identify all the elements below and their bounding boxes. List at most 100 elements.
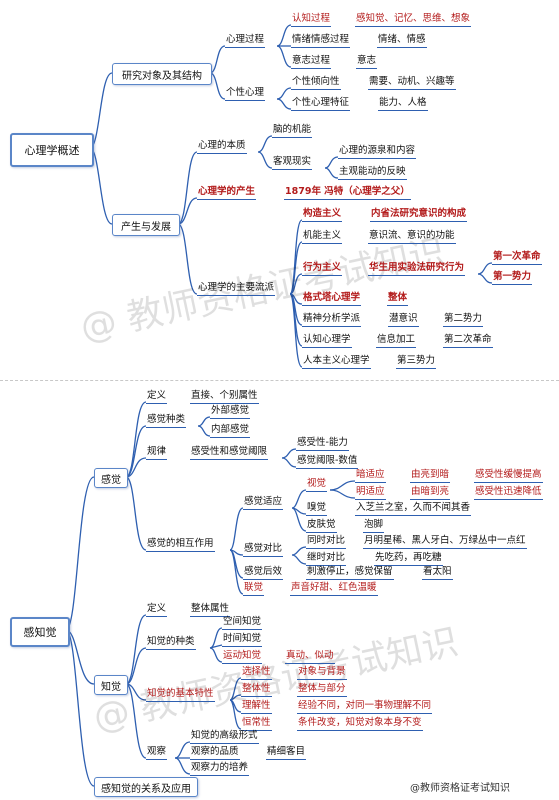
node-reality[interactable]: 客观现实: [272, 156, 313, 170]
node-perception-features[interactable]: 知觉的基本特性: [146, 688, 215, 702]
node-dark-result[interactable]: 感受性缓慢提高: [474, 469, 543, 483]
node-motion-perception[interactable]: 运动知觉: [222, 650, 263, 664]
node-structuralism-detail[interactable]: 内省法研究意识的构成: [370, 208, 468, 222]
node-second-force[interactable]: 第二势力: [443, 313, 484, 327]
node-mental-process[interactable]: 心理过程: [225, 34, 266, 48]
node-gestalt[interactable]: 格式塔心理学: [302, 292, 362, 306]
node-smell[interactable]: 嗅觉: [306, 502, 328, 516]
node-observation-advanced[interactable]: 知觉的高级形式: [190, 730, 259, 744]
node-observation-quality-detail[interactable]: 精细客目: [266, 746, 307, 760]
node-perception-definition-detail[interactable]: 整体属性: [190, 603, 231, 617]
node-psychoanalysis[interactable]: 精神分析学派: [302, 313, 362, 327]
node-after-effect[interactable]: 感觉后效: [243, 566, 284, 580]
root-sensation-perception[interactable]: 感知觉: [10, 617, 70, 647]
node-tendency-detail[interactable]: 需要、动机、兴趣等: [368, 76, 456, 90]
node-origin-development[interactable]: 产生与发展: [112, 214, 180, 236]
node-perception[interactable]: 知觉: [94, 675, 128, 695]
node-second-revolution[interactable]: 第二次革命: [443, 334, 493, 348]
node-external-sensation[interactable]: 外部感觉: [210, 405, 251, 419]
connector-10: [177, 197, 198, 225]
node-reflect[interactable]: 主观能动的反映: [338, 166, 407, 180]
node-will-detail[interactable]: 意志: [356, 55, 378, 69]
node-vision[interactable]: 视觉: [306, 478, 328, 492]
node-observation-training[interactable]: 观察力的培养: [190, 762, 250, 776]
node-motion-detail[interactable]: 真动、似动: [285, 650, 335, 664]
node-time-perception[interactable]: 时间知觉: [222, 633, 263, 647]
node-relation-application[interactable]: 感知觉的关系及应用: [94, 777, 198, 797]
node-smell-detail[interactable]: 入芝兰之室，久而不闻其香: [355, 502, 472, 516]
node-emotion-detail[interactable]: 情绪、情感: [377, 34, 427, 48]
node-research-object[interactable]: 研究对象及其结构: [112, 63, 212, 85]
node-contrast[interactable]: 感觉对比: [243, 543, 284, 557]
node-sensitivity[interactable]: 感受性-能力: [296, 437, 349, 451]
node-functionalism[interactable]: 机能主义: [302, 230, 343, 244]
node-dark-adaptation[interactable]: 暗适应: [355, 469, 386, 483]
node-space-perception[interactable]: 空间知觉: [222, 616, 263, 630]
node-first-revolution[interactable]: 第一次革命: [492, 251, 542, 265]
connector-22: [289, 293, 303, 368]
node-source[interactable]: 心理的源泉和内容: [338, 145, 417, 159]
node-perception-definition[interactable]: 定义: [146, 603, 168, 617]
node-behaviorism-detail[interactable]: 华生用实验法研究行为: [368, 262, 466, 276]
node-light-result[interactable]: 感受性迅速降低: [474, 486, 543, 500]
node-skin-detail[interactable]: 泡脚: [363, 519, 385, 533]
node-sensation-definition-detail[interactable]: 直接、个别属性: [190, 390, 259, 404]
root-psychology-overview[interactable]: 心理学概述: [10, 133, 94, 167]
node-after-effect-detail[interactable]: 刺激停止，感觉保留: [306, 566, 394, 580]
node-functionalism-detail[interactable]: 意识流、意识的功能: [368, 230, 456, 244]
node-synesthesia-detail[interactable]: 声音好甜、红色温暖: [290, 582, 378, 596]
node-light-adaptation[interactable]: 明适应: [355, 486, 386, 500]
node-simultaneous-detail[interactable]: 月明星稀、黑人牙白、万绿丛中一点红: [363, 535, 527, 549]
node-observation-quality[interactable]: 观察的品质: [190, 746, 240, 760]
node-perception-kinds[interactable]: 知觉的种类: [146, 636, 196, 650]
node-cognition[interactable]: 认知过程: [291, 13, 332, 27]
node-observation[interactable]: 观察: [146, 746, 168, 760]
node-brain[interactable]: 脑的机能: [272, 124, 313, 138]
node-unconscious[interactable]: 潜意识: [388, 313, 419, 327]
node-emotion[interactable]: 情绪情感过程: [291, 34, 351, 48]
node-cognitive[interactable]: 认知心理学: [302, 334, 352, 348]
node-personality[interactable]: 个性心理: [225, 87, 266, 101]
node-selectivity[interactable]: 选择性: [241, 666, 272, 680]
node-sensation-kinds[interactable]: 感觉种类: [146, 414, 187, 428]
node-rule[interactable]: 规律: [146, 446, 168, 460]
node-constancy[interactable]: 恒常性: [241, 717, 272, 731]
node-skin[interactable]: 皮肤觉: [306, 519, 337, 533]
node-cognition-detail[interactable]: 感知觉、记忆、思维、想象: [355, 13, 472, 27]
node-threshold[interactable]: 感觉阈限-数值: [296, 455, 359, 469]
node-successive-detail[interactable]: 先吃药，再吃糖: [374, 552, 443, 566]
node-info[interactable]: 信息加工: [376, 334, 417, 348]
node-first-force[interactable]: 第一势力: [492, 271, 533, 285]
node-gestalt-detail[interactable]: 整体: [387, 292, 409, 306]
node-simultaneous-contrast[interactable]: 同时对比: [306, 535, 347, 549]
node-after-effect-example[interactable]: 看太阳: [422, 566, 453, 580]
node-third-force[interactable]: 第三势力: [396, 355, 437, 369]
node-sensation[interactable]: 感觉: [94, 468, 128, 488]
node-schools[interactable]: 心理学的主要流派: [197, 282, 276, 296]
node-constancy-detail[interactable]: 条件改变，知觉对象本身不变: [297, 717, 423, 731]
node-behaviorism[interactable]: 行为主义: [302, 262, 343, 276]
node-selectivity-detail[interactable]: 对象与背景: [297, 666, 347, 680]
node-humanism[interactable]: 人本主义心理学: [302, 355, 371, 369]
node-successive-contrast[interactable]: 继时对比: [306, 552, 347, 566]
node-light-detail[interactable]: 由暗到亮: [410, 486, 451, 500]
node-understanding[interactable]: 理解性: [241, 700, 272, 714]
node-internal-sensation[interactable]: 内部感觉: [210, 424, 251, 438]
node-wholeness-detail[interactable]: 整体与部分: [297, 683, 347, 697]
node-dark-detail[interactable]: 由亮到暗: [410, 469, 451, 483]
node-interaction[interactable]: 感觉的相互作用: [146, 538, 215, 552]
node-will[interactable]: 意志过程: [291, 55, 332, 69]
node-birth[interactable]: 心理学的产生: [197, 186, 257, 200]
node-rule-detail[interactable]: 感受性和感觉阈限: [190, 446, 269, 460]
node-trait[interactable]: 个性心理特征: [291, 97, 351, 111]
node-structuralism[interactable]: 构造主义: [302, 208, 343, 222]
node-wholeness[interactable]: 整体性: [241, 683, 272, 697]
node-adaptation[interactable]: 感觉适应: [243, 496, 284, 510]
node-essence[interactable]: 心理的本质: [197, 140, 247, 154]
node-understanding-detail[interactable]: 经验不同，对同一事物理解不同: [297, 700, 433, 714]
node-tendency[interactable]: 个性倾向性: [291, 76, 341, 90]
node-birth-detail[interactable]: 1879年 冯特（心理学之父）: [284, 186, 411, 200]
node-sensation-definition[interactable]: 定义: [146, 390, 168, 404]
node-trait-detail[interactable]: 能力、人格: [378, 97, 428, 111]
node-synesthesia[interactable]: 联觉: [243, 582, 265, 596]
